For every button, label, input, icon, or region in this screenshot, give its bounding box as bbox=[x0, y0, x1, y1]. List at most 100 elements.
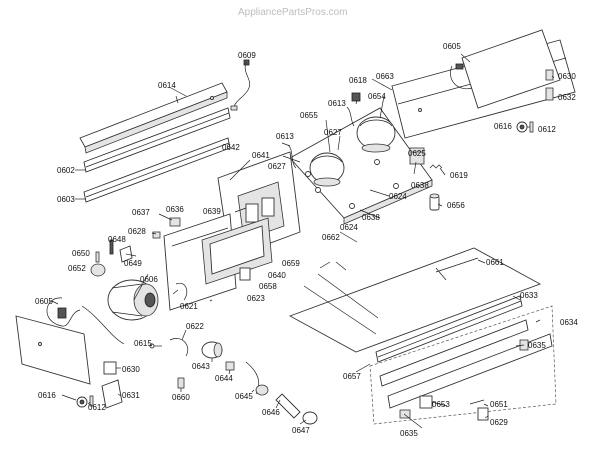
label-0638-right: 0638 bbox=[411, 181, 429, 190]
label-0635-lower: 0635 bbox=[400, 429, 418, 438]
label-0646: 0646 bbox=[262, 408, 280, 417]
label-0663: 0663 bbox=[376, 72, 394, 81]
wire-0605 bbox=[81, 305, 125, 345]
label-0637: 0637 bbox=[132, 208, 150, 217]
label-0605-upper: 0605 bbox=[443, 42, 461, 51]
label-0636: 0636 bbox=[166, 205, 184, 214]
label-0639: 0639 bbox=[203, 207, 221, 216]
display-0659-0640 bbox=[201, 217, 273, 285]
label-0648: 0648 bbox=[108, 235, 126, 244]
rail-0633 bbox=[375, 295, 523, 363]
label-0606: 0606 bbox=[140, 275, 158, 284]
label-0613-lower: 0613 bbox=[276, 132, 294, 141]
label-0640: 0640 bbox=[268, 271, 286, 280]
rail-0602 bbox=[83, 107, 231, 173]
foot-0616-0612-upper bbox=[516, 121, 534, 133]
tube-0613-upper bbox=[346, 106, 355, 127]
relay-0618 bbox=[351, 92, 361, 102]
label-0633: 0633 bbox=[520, 291, 538, 300]
label-0645: 0645 bbox=[235, 392, 253, 401]
label-0658: 0658 bbox=[259, 282, 277, 291]
parts-0648-0650-0649-0652 bbox=[90, 239, 133, 277]
cap-0647 bbox=[302, 411, 318, 425]
label-0662: 0662 bbox=[322, 233, 340, 242]
label-0625: 0625 bbox=[408, 149, 426, 158]
label-0653: 0653 bbox=[432, 400, 450, 409]
panel-0605-upper bbox=[450, 29, 561, 109]
label-0616-upper: 0616 bbox=[494, 122, 512, 131]
heater-0646 bbox=[255, 384, 301, 419]
spring-0619 bbox=[429, 164, 443, 169]
label-0632: 0632 bbox=[558, 93, 576, 102]
compressor-0654 bbox=[356, 116, 396, 153]
rail-0614 bbox=[79, 82, 228, 154]
label-0612-upper: 0612 bbox=[538, 125, 556, 134]
brackets-0630-0631 bbox=[101, 361, 123, 409]
label-0647: 0647 bbox=[292, 426, 310, 435]
label-0615: 0615 bbox=[134, 339, 152, 348]
label-0650: 0650 bbox=[72, 249, 90, 258]
label-0635-right: 0635 bbox=[528, 341, 546, 350]
foot-0616-0612-lower bbox=[76, 395, 94, 408]
label-0656: 0656 bbox=[447, 201, 465, 210]
tube-0613-lower bbox=[287, 144, 297, 169]
label-0651: 0651 bbox=[490, 400, 508, 409]
label-0654: 0654 bbox=[368, 92, 386, 101]
label-0641: 0641 bbox=[252, 151, 270, 160]
label-0630-lower: 0630 bbox=[122, 365, 140, 374]
part-0644 bbox=[225, 361, 235, 371]
label-0652: 0652 bbox=[68, 264, 86, 273]
clip-0621 bbox=[175, 282, 188, 301]
label-0619: 0619 bbox=[450, 171, 468, 180]
label-0603: 0603 bbox=[57, 195, 75, 204]
label-0627-upper: 0627 bbox=[324, 128, 342, 137]
rail-0603 bbox=[83, 137, 231, 203]
label-0622: 0622 bbox=[186, 322, 204, 331]
label-0629: 0629 bbox=[490, 418, 508, 427]
label-0642: 0642 bbox=[222, 143, 240, 152]
brackets-0630-0632 bbox=[545, 69, 554, 101]
label-0627-lower: 0627 bbox=[268, 162, 286, 171]
clamp-0622 bbox=[169, 338, 189, 357]
base-plate-0638 bbox=[289, 107, 433, 225]
label-0616-lower: 0616 bbox=[38, 391, 56, 400]
label-0609: 0609 bbox=[238, 51, 256, 60]
compressor-0655 bbox=[309, 152, 345, 187]
label-0631: 0631 bbox=[122, 391, 140, 400]
label-0661: 0661 bbox=[486, 258, 504, 267]
label-0638-mid: 0638 bbox=[362, 213, 380, 222]
label-0655: 0655 bbox=[300, 111, 318, 120]
panel-0605-lower bbox=[15, 297, 91, 385]
power-cord-0609 bbox=[230, 59, 251, 111]
label-0649: 0649 bbox=[124, 259, 142, 268]
label-0628: 0628 bbox=[128, 227, 146, 236]
rod-0661 bbox=[435, 257, 479, 273]
part-0660 bbox=[177, 377, 185, 389]
capacitor-0625 bbox=[409, 147, 425, 165]
label-0644: 0644 bbox=[215, 374, 233, 383]
label-0659: 0659 bbox=[282, 259, 300, 268]
label-0618: 0618 bbox=[349, 76, 367, 85]
label-0624-right: 0624 bbox=[389, 192, 407, 201]
label-0623: 0623 bbox=[247, 294, 265, 303]
label-0624-mid: 0624 bbox=[340, 223, 358, 232]
group-0634 bbox=[369, 305, 557, 425]
label-0634: 0634 bbox=[560, 318, 578, 327]
tray-0604 bbox=[288, 247, 542, 353]
watermark: AppliancePartsPros.com bbox=[238, 7, 348, 18]
filter-0656 bbox=[429, 193, 440, 211]
label-0602: 0602 bbox=[57, 166, 75, 175]
label-0643: 0643 bbox=[192, 362, 210, 371]
label-0621: 0621 bbox=[180, 302, 198, 311]
fan-motor-0606 bbox=[107, 279, 159, 321]
bracket-0658 bbox=[239, 267, 251, 281]
part-labels: 0614 0602 0603 0609 0642 0613 0641 0627 … bbox=[35, 42, 578, 438]
label-0605-lower: 0605 bbox=[35, 297, 53, 306]
label-0612-lower: 0612 bbox=[88, 403, 106, 412]
label-0657: 0657 bbox=[343, 372, 361, 381]
part-0643 bbox=[201, 341, 223, 359]
label-0614: 0614 bbox=[158, 81, 176, 90]
rail-0657 bbox=[379, 319, 529, 387]
label-0613-upper: 0613 bbox=[328, 99, 346, 108]
